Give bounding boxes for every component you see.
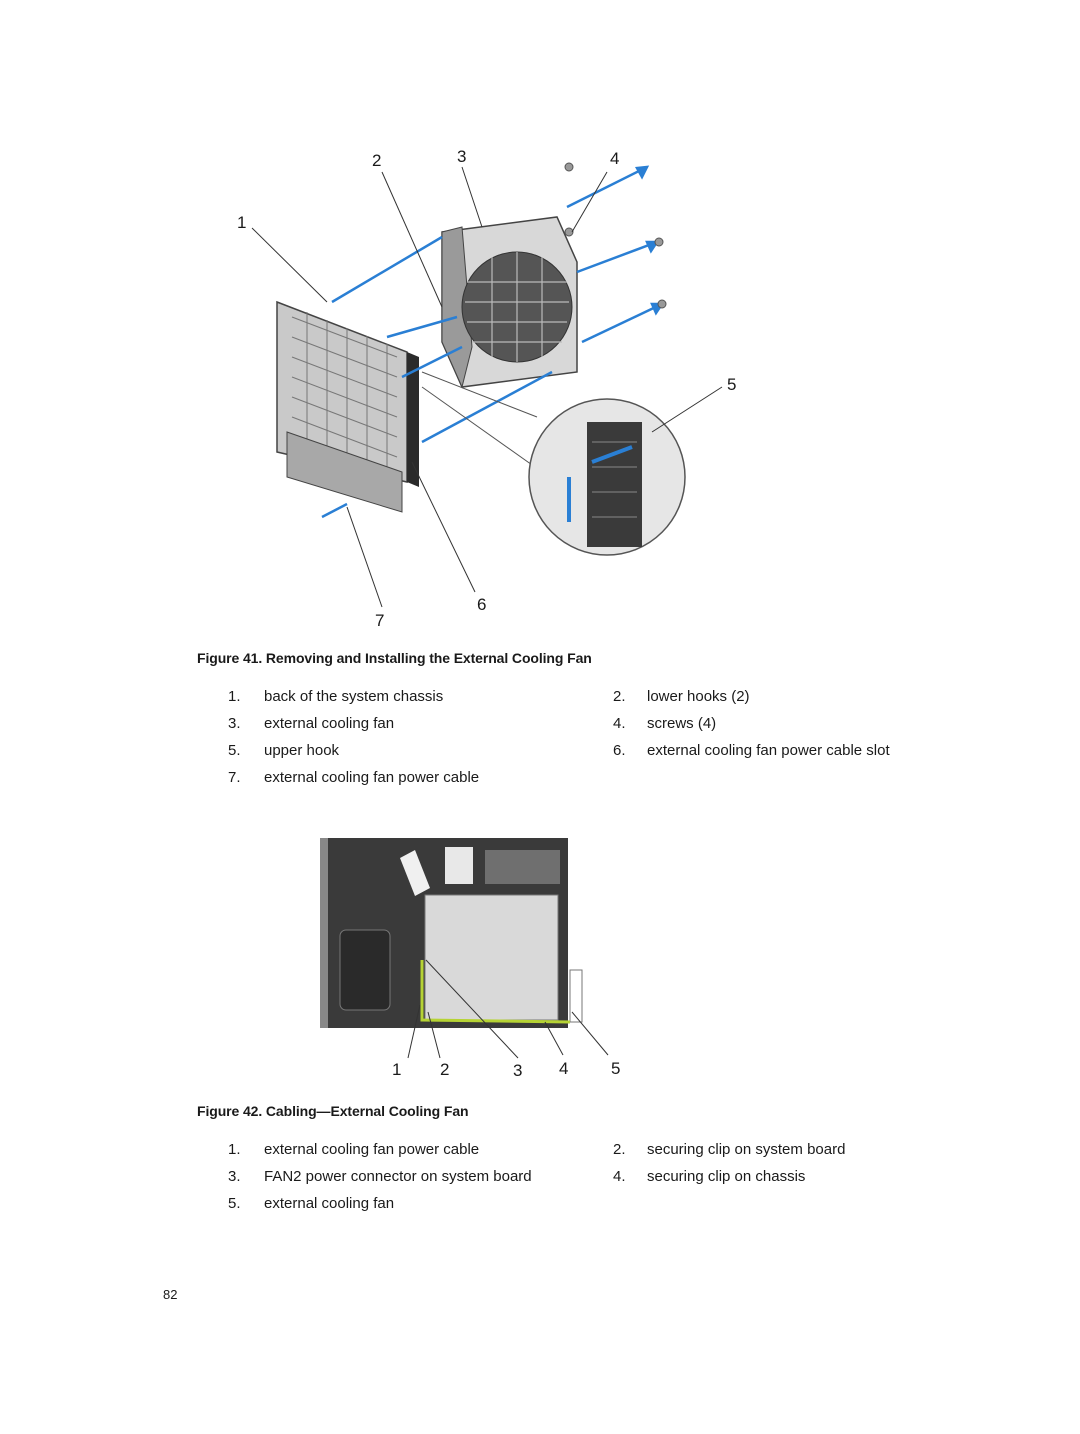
callout-1: 1 [392, 1060, 401, 1079]
legend-number: 5. [228, 742, 241, 759]
callout-1: 1 [237, 213, 246, 232]
legend-number: 6. [613, 742, 626, 759]
legend-number: 1. [228, 688, 241, 705]
legend-number: 3. [228, 715, 241, 732]
callout-4: 4 [559, 1059, 568, 1078]
callout-numbers: 1 2 3 4 5 [392, 1059, 620, 1080]
figure-41-illustration: 1 2 3 4 5 6 7 [197, 132, 767, 632]
callout-numbers: 1 2 3 4 5 6 7 [237, 147, 736, 630]
callout-3: 3 [457, 147, 466, 166]
legend-number: 4. [613, 715, 626, 732]
legend-number: 4. [613, 1168, 626, 1185]
callout-2: 2 [372, 151, 381, 170]
system-chassis-back [276, 300, 419, 513]
fan-power-cable [420, 960, 571, 1024]
callout-4: 4 [610, 149, 619, 168]
callout-2: 2 [440, 1060, 449, 1079]
figure-41-caption: Figure 41. Removing and Installing the E… [197, 650, 592, 666]
upper-hook-detail-inset [421, 371, 686, 556]
figure-42-caption: Figure 42. Cabling—External Cooling Fan [197, 1103, 469, 1119]
page-number: 82 [163, 1287, 178, 1302]
callout-leaders [251, 166, 723, 608]
legend-text: FAN2 power connector on system board [264, 1168, 532, 1185]
legend-row: 1. back of the system chassis 2. lower h… [228, 688, 928, 715]
legend-row: 3. FAN2 power connector on system board … [228, 1168, 928, 1195]
legend-number: 5. [228, 1195, 241, 1212]
legend-text: back of the system chassis [264, 688, 444, 705]
legend-text: securing clip on system board [647, 1141, 846, 1158]
legend-row: 5. upper hook 6. external cooling fan po… [228, 742, 928, 769]
legend-number: 2. [613, 1141, 626, 1158]
legend-text: external cooling fan power cable [264, 1141, 480, 1158]
legend-row: 5. external cooling fan [228, 1195, 928, 1222]
legend-text: securing clip on chassis [647, 1168, 806, 1185]
legend-text: upper hook [264, 742, 340, 759]
callout-3: 3 [513, 1061, 522, 1080]
screws [564, 162, 667, 309]
legend-number: 7. [228, 769, 241, 786]
legend-number: 3. [228, 1168, 241, 1185]
system-board [424, 894, 559, 1021]
legend-text: external cooling fan power cable [264, 769, 480, 786]
legend-number: 1. [228, 1141, 241, 1158]
figure-42-legend: 1. external cooling fan power cable 2. s… [228, 1141, 928, 1222]
callout-leaders [407, 959, 609, 1059]
callout-5: 5 [727, 375, 736, 394]
legend-row: 3. external cooling fan 4. screws (4) [228, 715, 928, 742]
legend-text: external cooling fan power cable slot [647, 742, 890, 759]
external-cooling-fan [569, 969, 583, 1023]
legend-row: 7. external cooling fan power cable [228, 769, 928, 796]
figure-41-legend: 1. back of the system chassis 2. lower h… [228, 688, 928, 796]
external-cooling-fan [441, 216, 578, 389]
legend-row: 1. external cooling fan power cable 2. s… [228, 1141, 928, 1168]
callout-5: 5 [611, 1059, 620, 1078]
callout-7: 7 [375, 611, 384, 630]
legend-text: lower hooks (2) [647, 688, 750, 705]
legend-text: screws (4) [647, 715, 717, 732]
figure-42-illustration: 1 2 3 4 5 [200, 800, 680, 1090]
legend-text: external cooling fan [264, 715, 395, 732]
legend-number: 2. [613, 688, 626, 705]
callout-6: 6 [477, 595, 486, 614]
legend-text: external cooling fan [264, 1195, 395, 1212]
installation-arrows [321, 165, 665, 519]
